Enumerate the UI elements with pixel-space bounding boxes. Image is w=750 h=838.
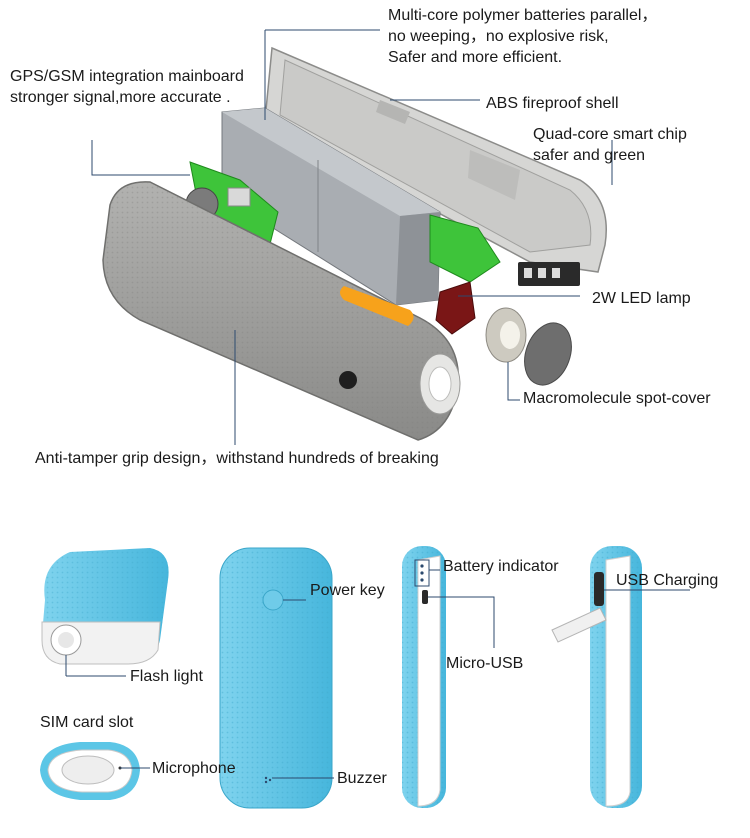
- device-angled-view: [41, 548, 169, 677]
- battery-indicator-label: Battery indicator: [443, 558, 559, 575]
- flash-light-label: Flash light: [130, 668, 203, 685]
- device-end-view: [40, 742, 150, 800]
- battery-pack-part: [221, 107, 441, 306]
- device-front-view: [219, 547, 334, 809]
- power-key-label: Power key: [310, 582, 385, 599]
- battery-callout-line1: Multi-core polymer batteries parallel，: [388, 7, 658, 24]
- smart-chip-board-part: [429, 214, 580, 286]
- leader-lines-top: [91, 29, 613, 445]
- usb-charging-label: USB Charging: [616, 572, 719, 589]
- sim-slot-label: SIM card slot: [40, 714, 134, 731]
- spot-cover-part: [524, 322, 572, 386]
- spot-cover-callout: Macromolecule spot-cover: [523, 390, 711, 407]
- abs-shell-part: [264, 46, 607, 273]
- shell-callout: ABS fireproof shell: [486, 95, 619, 112]
- lamp-callout: 2W LED lamp: [592, 290, 691, 307]
- buzzer-label: Buzzer: [337, 770, 387, 787]
- grip-callout: Anti-tamper grip design，withstand hundre…: [35, 450, 439, 467]
- chip-callout-line2: safer and green: [533, 147, 646, 164]
- battery-callout-line2: no weeping，no explosive risk,: [388, 28, 609, 45]
- grip-body-part: [102, 181, 461, 441]
- micro-usb-label: Micro-USB: [446, 655, 524, 672]
- chip-callout-line1: Quad-core smart chip: [533, 126, 687, 143]
- device-side-view-right: [551, 546, 690, 808]
- mainboard-callout-line1: GPS/GSM integration mainboard: [10, 68, 244, 85]
- device-side-view-left: [402, 546, 495, 808]
- led-lamp-part: [435, 281, 527, 363]
- mainboard-callout-line2: stronger signal,more accurate .: [10, 89, 231, 106]
- battery-callout-line3: Safer and more efficient.: [388, 49, 563, 66]
- microphone-label: Microphone: [152, 760, 236, 777]
